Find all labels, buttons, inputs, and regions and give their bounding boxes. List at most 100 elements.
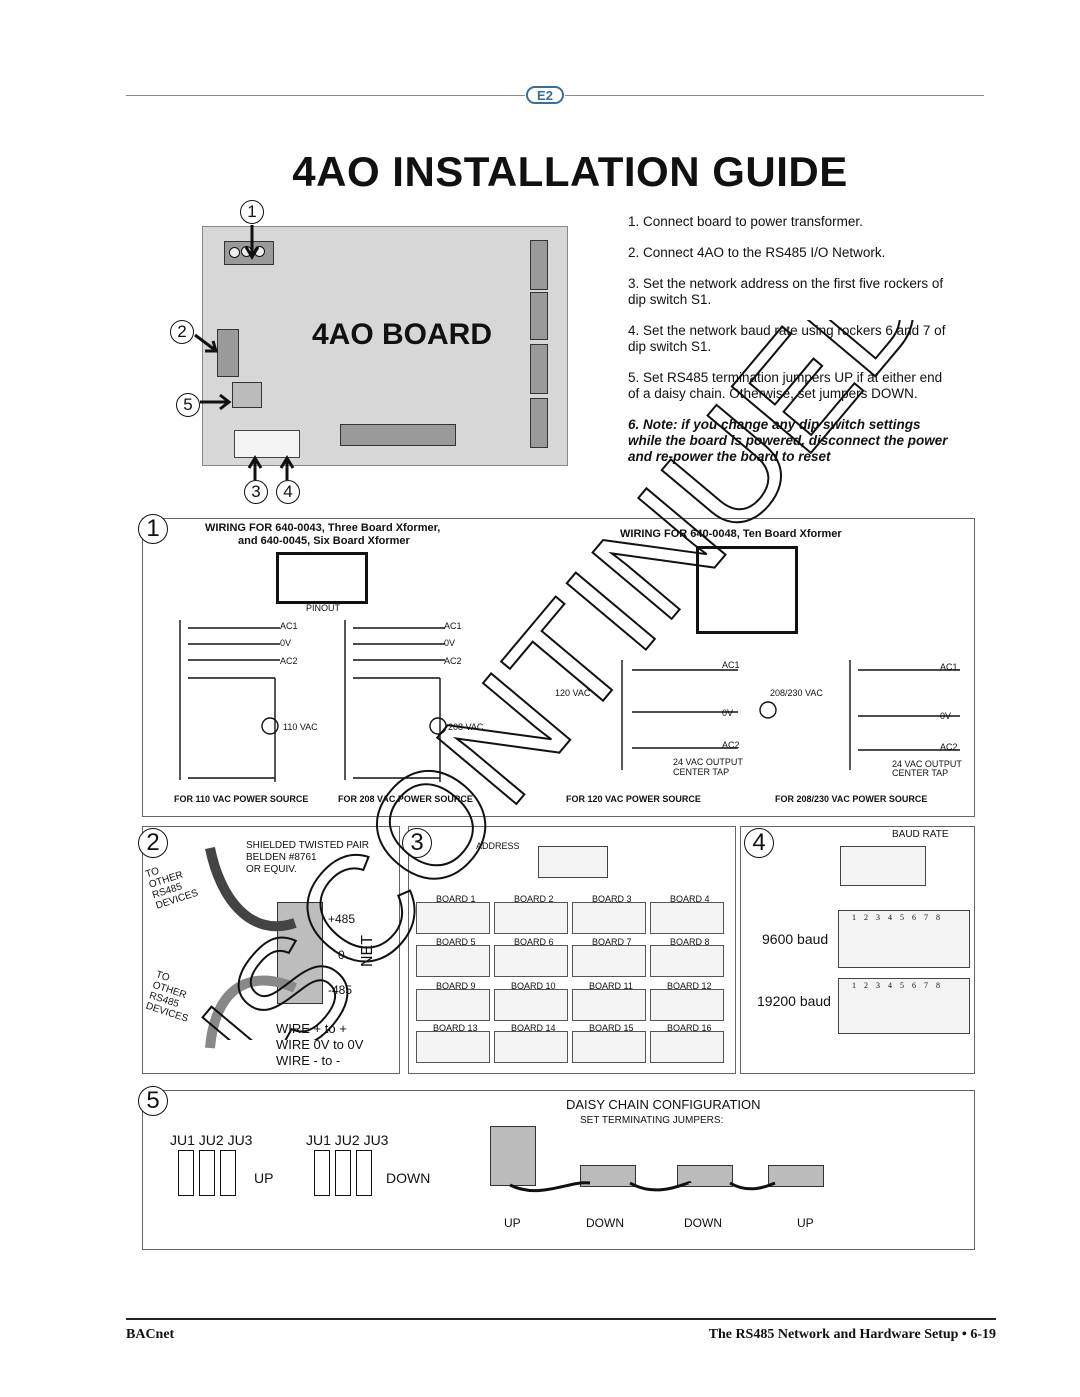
daisy-cable — [509, 1181, 776, 1193]
board-11-label: BOARD 11 — [589, 981, 633, 991]
label-plus-485: +485 — [328, 912, 356, 926]
label-ac1: AC1 — [722, 660, 740, 670]
footer-rule — [126, 1318, 996, 1320]
callout-2: 2 — [170, 320, 194, 344]
cable-line-3: OR EQUIV. — [246, 864, 297, 875]
network-terminal — [217, 329, 239, 377]
board-13-dip — [416, 1031, 490, 1063]
wiring-schematics — [179, 620, 960, 782]
jumpers-down-graphic — [314, 1150, 376, 1196]
e2-logo: E2 — [525, 84, 565, 106]
board-2-label: BOARD 2 — [514, 894, 554, 904]
power-terminal — [224, 241, 274, 265]
board-10-label: BOARD 10 — [511, 981, 556, 991]
label-0v: 0V — [940, 711, 952, 721]
board-icon — [580, 1165, 636, 1187]
board-3-dip — [572, 902, 646, 934]
terminal-block — [530, 240, 548, 290]
label-zero: 0 — [338, 948, 345, 962]
wiring-title-b: and 640-0045, Six Board Xformer — [238, 535, 410, 547]
wire-0v: WIRE 0V to 0V — [276, 1037, 364, 1052]
board-12-dip — [650, 989, 724, 1021]
step-1: 1. Connect board to power transformer. — [628, 214, 863, 229]
baud-19200-label: 19200 baud — [757, 993, 831, 1009]
panel-wiring — [142, 518, 975, 817]
chain-down-1: DOWN — [586, 1216, 624, 1230]
address-label: ADDRESS — [476, 841, 520, 851]
board-14-label: BOARD 14 — [511, 1023, 556, 1033]
label-208vac: 208 VAC — [448, 722, 484, 732]
board-9-label: BOARD 9 — [436, 981, 476, 991]
rocker-numbers: 12345678 — [852, 913, 948, 922]
label-208-230vac: 208/230 VAC — [770, 688, 823, 698]
board-12-label: BOARD 12 — [667, 981, 712, 991]
callout-5: 5 — [176, 393, 200, 417]
board-15-dip — [572, 1031, 646, 1063]
instruction-steps: 1. Connect board to power transformer. 2… — [628, 214, 948, 480]
label-0v: 0V — [722, 708, 734, 718]
label-ac1: AC1 — [940, 662, 958, 672]
caption-110: FOR 110 VAC POWER SOURCE — [174, 794, 309, 804]
label-ac2: AC2 — [280, 656, 298, 666]
cable-line-1: SHIELDED TWISTED PAIR — [246, 840, 369, 851]
step-4: 4. Set the network baud rate using rocke… — [628, 323, 946, 354]
label-minus-485: -485 — [328, 983, 353, 997]
label-ac2: AC2 — [940, 742, 958, 752]
board-4-label: BOARD 4 — [670, 894, 710, 904]
panel-5-number: 5 — [138, 1086, 168, 1116]
board-16-label: BOARD 16 — [667, 1023, 712, 1033]
footer-right: The RS485 Network and Hardware Setup • 6… — [708, 1327, 996, 1342]
label-net: NET — [359, 935, 376, 967]
down-label: DOWN — [386, 1170, 431, 1186]
label-24vac-out: 24 VAC OUTPUT — [673, 757, 743, 767]
board-4-dip — [650, 902, 724, 934]
network-cables — [205, 847, 298, 1049]
panel-2-number: 2 — [138, 828, 168, 858]
board-8-dip — [650, 945, 724, 977]
page-title: 4AO INSTALLATION GUIDE — [292, 148, 848, 195]
e2-controller-icon — [490, 1126, 536, 1186]
step-5: 5. Set RS485 termination jumpers UP if a… — [628, 370, 943, 401]
label-ac1: AC1 — [280, 621, 298, 631]
callout-arrows — [194, 225, 295, 480]
chain-up-2: UP — [797, 1216, 814, 1230]
panel-3-number: 3 — [402, 828, 432, 858]
set-jumpers-label: SET TERMINATING JUMPERS: — [580, 1115, 724, 1126]
baud-rate-label: BAUD RATE — [892, 829, 949, 840]
board-10-dip — [494, 989, 568, 1021]
baud-dip-switch — [840, 846, 926, 886]
up-label: UP — [254, 1170, 274, 1186]
board-2-dip — [494, 902, 568, 934]
terminal-block — [530, 398, 548, 448]
output-terminal — [340, 424, 456, 446]
step-2: 2. Connect 4AO to the RS485 I/O Network. — [628, 245, 886, 260]
baud-9600-label: 9600 baud — [762, 931, 829, 947]
board-7-label: BOARD 7 — [592, 937, 632, 947]
terminal-block — [530, 344, 548, 394]
label-120vac: 120 VAC — [555, 688, 591, 698]
dip-switch — [234, 430, 300, 458]
pinout-box — [276, 552, 368, 604]
board-15-label: BOARD 15 — [589, 1023, 634, 1033]
dip-9600 — [838, 910, 970, 968]
caption-120: FOR 120 VAC POWER SOURCE — [566, 794, 701, 804]
board-5-dip — [416, 945, 490, 977]
pinout-box-10 — [696, 546, 798, 634]
svg-text:E2: E2 — [537, 88, 553, 103]
board-7-dip — [572, 945, 646, 977]
footer-left: BACnet — [126, 1327, 175, 1342]
wire-minus: WIRE - to - — [276, 1053, 341, 1068]
rocker-numbers: 12345678 — [852, 981, 948, 990]
dip-19200 — [838, 978, 970, 1034]
jumper-labels-down: JU1 JU2 JU3 — [306, 1132, 389, 1148]
board-3-label: BOARD 3 — [592, 894, 632, 904]
board-5-label: BOARD 5 — [436, 937, 476, 947]
step-6-note: 6. Note: if you change any dip switch se… — [628, 417, 948, 464]
panel-network — [142, 826, 400, 1074]
jumpers-up-graphic — [178, 1150, 240, 1196]
board-16-dip — [650, 1031, 724, 1063]
label-0v: 0V — [280, 638, 292, 648]
wiring-title-a: WIRING FOR 640-0043, Three Board Xformer… — [205, 522, 441, 534]
caption-208-230: FOR 208/230 VAC POWER SOURCE — [775, 794, 928, 804]
panel-daisy-chain — [142, 1090, 975, 1250]
